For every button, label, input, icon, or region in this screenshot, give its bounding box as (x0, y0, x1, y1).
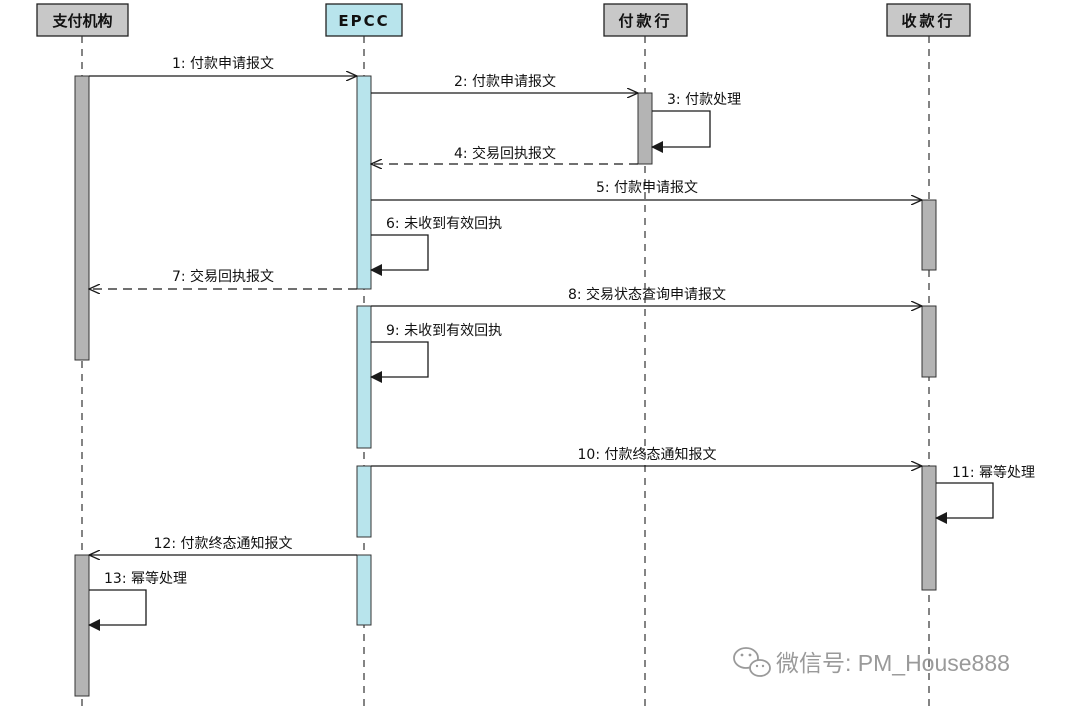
message-label: 6: 未收到有效回执 (386, 216, 502, 232)
participant-p3: 付款行 (603, 3, 688, 37)
watermark-text: 微信号: PM_House888 (776, 650, 1010, 676)
message-arrow (651, 110, 711, 153)
message-label: 2: 付款申请报文 (454, 74, 556, 90)
activation-bar (637, 92, 653, 165)
message-label: 4: 交易回执报文 (454, 145, 556, 162)
message-label: 13: 幂等处理 (104, 570, 187, 587)
message-12: 12: 付款终态通知报文 (89, 535, 357, 555)
message-label: 3: 付款处理 (667, 92, 741, 108)
message-13: 13: 幂等处理 (88, 570, 187, 631)
message-label: 11: 幂等处理 (952, 464, 1035, 481)
message-arrow (935, 482, 994, 524)
message-6: 6: 未收到有效回执 (370, 216, 502, 276)
message-7: 7: 交易回执报文 (89, 268, 357, 289)
activation-bar (356, 554, 372, 626)
message-label: 9: 未收到有效回执 (386, 323, 502, 339)
message-arrow (88, 589, 147, 631)
message-arrow (370, 234, 429, 276)
message-9: 9: 未收到有效回执 (370, 323, 502, 383)
message-5: 5: 付款申请报文 (371, 180, 922, 200)
message-3: 3: 付款处理 (651, 92, 741, 153)
message-label: 8: 交易状态查询申请报文 (568, 286, 726, 303)
participant-label: 付款行 (618, 12, 672, 30)
activation-bar (356, 75, 372, 290)
participant-box (886, 3, 971, 37)
watermark: 微信号: PM_House888 (733, 647, 1010, 677)
activation-bar (921, 199, 937, 271)
participant-p1: 支付机构 (36, 3, 129, 37)
message-2: 2: 付款申请报文 (371, 74, 638, 93)
message-11: 11: 幂等处理 (935, 464, 1035, 524)
activation-bar (921, 305, 937, 378)
participant-label: EPCC (338, 12, 389, 30)
activation-bar (74, 554, 90, 697)
message-label: 5: 付款申请报文 (596, 180, 698, 196)
participant-p2: EPCC (325, 3, 403, 37)
participant-label: 支付机构 (51, 12, 112, 30)
message-label: 1: 付款申请报文 (172, 56, 274, 72)
activation-bar (921, 465, 937, 591)
message-label: 10: 付款终态通知报文 (578, 446, 717, 463)
activation-bar (74, 75, 90, 361)
wechat-icon (733, 647, 771, 677)
participant-label: 收款行 (901, 12, 955, 30)
participant-p4: 收款行 (886, 3, 971, 37)
participant-box (325, 3, 403, 37)
activation-bar (356, 305, 372, 449)
message-10: 10: 付款终态通知报文 (371, 446, 922, 466)
activation-bar (356, 465, 372, 538)
message-arrow (370, 341, 429, 383)
message-8: 8: 交易状态查询申请报文 (371, 286, 922, 306)
participant-box (36, 3, 129, 37)
message-1: 1: 付款申请报文 (89, 56, 357, 76)
message-4: 4: 交易回执报文 (371, 145, 638, 164)
message-label: 12: 付款终态通知报文 (154, 535, 293, 552)
message-label: 7: 交易回执报文 (172, 268, 274, 285)
